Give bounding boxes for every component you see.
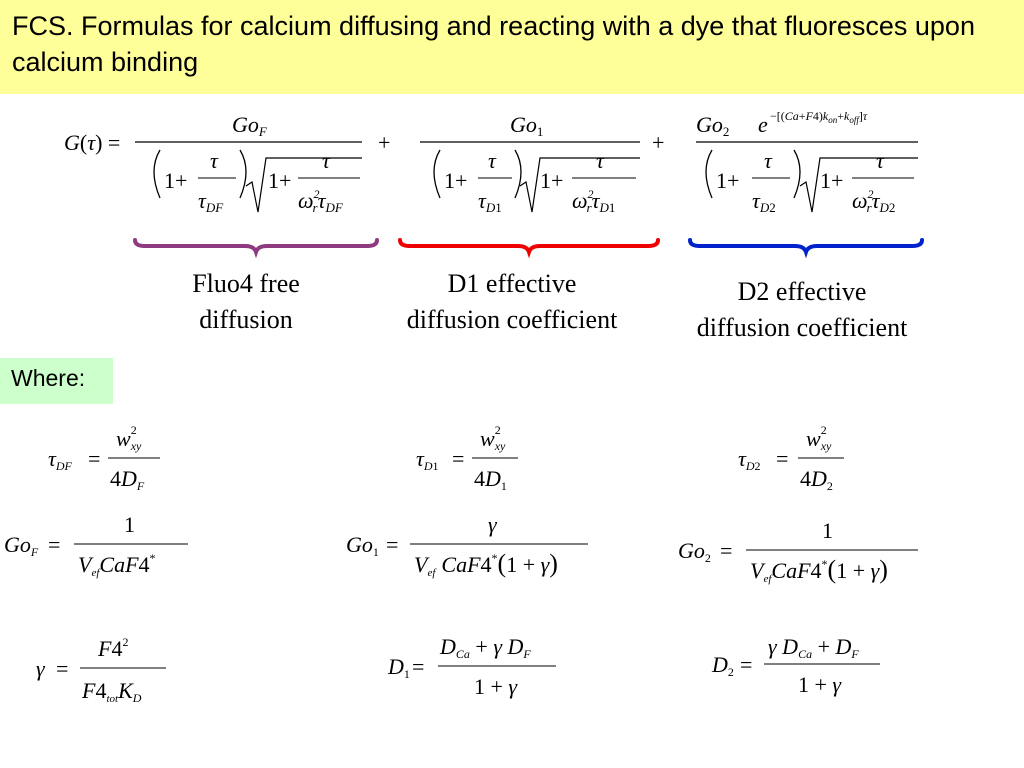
svg-text:F42: F42 bbox=[97, 635, 128, 661]
svg-text:=: = bbox=[740, 652, 752, 677]
svg-text:1+: 1+ bbox=[164, 168, 187, 193]
svg-text:1+: 1+ bbox=[540, 168, 563, 193]
brace-d1 bbox=[398, 238, 660, 259]
svg-text:γ: γ bbox=[488, 512, 498, 537]
svg-text:=: = bbox=[720, 538, 732, 563]
svg-text:=: = bbox=[48, 532, 60, 557]
label-fluo4-free: Fluo4 free diffusion bbox=[192, 269, 300, 334]
svg-text:=: = bbox=[452, 446, 464, 471]
svg-text:τ: τ bbox=[876, 148, 885, 173]
svg-text:τ: τ bbox=[322, 148, 331, 173]
svg-text:4D1: 4D1 bbox=[474, 466, 507, 493]
svg-text:GoF: GoF bbox=[4, 532, 39, 559]
svg-text:γ: γ bbox=[36, 656, 46, 681]
brace-fluo4 bbox=[133, 238, 379, 259]
svg-text:τ: τ bbox=[488, 148, 497, 173]
svg-text:1 + γ: 1 + γ bbox=[798, 672, 842, 697]
eq-gamma: γ = F42 F4totKD bbox=[36, 635, 166, 705]
svg-text:F4totKD: F4totKD bbox=[81, 678, 142, 705]
svg-text:1 + γ: 1 + γ bbox=[474, 674, 518, 699]
g-tau-symbol: G(τ) = bbox=[64, 130, 120, 155]
svg-text:τ: τ bbox=[764, 148, 773, 173]
svg-text:1+: 1+ bbox=[716, 168, 739, 193]
svg-text:D2: D2 bbox=[711, 652, 734, 679]
svg-text:Go1: Go1 bbox=[346, 532, 379, 559]
svg-text:4DF: 4DF bbox=[110, 466, 145, 493]
svg-text:VefCaF4*: VefCaF4* bbox=[78, 551, 156, 579]
svg-text:τ: τ bbox=[596, 148, 605, 173]
svg-text:=: = bbox=[776, 446, 788, 471]
svg-text:VefCaF4*(1 + γ): VefCaF4*(1 + γ) bbox=[750, 555, 888, 585]
svg-text:=: = bbox=[56, 656, 68, 681]
svg-text:τD1: τD1 bbox=[416, 446, 439, 473]
label-d2-effective: D2 effective diffusion coefficient bbox=[696, 277, 908, 342]
svg-text:=: = bbox=[88, 446, 100, 471]
svg-text:e: e bbox=[758, 112, 768, 137]
svg-text:4D2: 4D2 bbox=[800, 466, 833, 493]
eq-d2: D2 = γ DCa + DF 1 + γ bbox=[711, 634, 880, 697]
svg-text:=: = bbox=[386, 532, 398, 557]
svg-text:+: + bbox=[652, 130, 664, 155]
brace-d2 bbox=[688, 238, 924, 259]
svg-text:+: + bbox=[378, 130, 390, 155]
svg-text:1: 1 bbox=[822, 518, 833, 543]
label-d1-effective: D1 effective diffusion coefficient bbox=[406, 269, 618, 334]
svg-text:=: = bbox=[412, 654, 424, 679]
slide-title: FCS. Formulas for calcium diffusing and … bbox=[0, 0, 1024, 94]
svg-text:τ: τ bbox=[210, 148, 219, 173]
where-label: Where: bbox=[0, 358, 113, 404]
svg-text:D1: D1 bbox=[387, 654, 410, 681]
svg-text:τD2: τD2 bbox=[738, 446, 761, 473]
svg-text:−[(Ca+F4)kon+koff]τ: −[(Ca+F4)kon+koff]τ bbox=[770, 109, 868, 125]
svg-text:γ DCa + DF: γ DCa + DF bbox=[768, 634, 859, 661]
eq-go-2: Go2 = 1 VefCaF4*(1 + γ) bbox=[678, 518, 918, 585]
svg-text:Go2: Go2 bbox=[678, 538, 711, 565]
svg-text:1+: 1+ bbox=[820, 168, 843, 193]
svg-text:VefCaF4*(1 + γ): VefCaF4*(1 + γ) bbox=[414, 549, 558, 579]
svg-text:1: 1 bbox=[124, 512, 135, 537]
svg-text:1+: 1+ bbox=[444, 168, 467, 193]
eq-go-f: GoF = 1 VefCaF4* bbox=[4, 512, 188, 579]
svg-text:DCa + γ DF: DCa + γ DF bbox=[439, 634, 531, 661]
eq-d1: D1 = DCa + γ DF 1 + γ bbox=[387, 634, 556, 699]
svg-text:1+: 1+ bbox=[268, 168, 291, 193]
svg-text:τDF: τDF bbox=[48, 446, 73, 473]
